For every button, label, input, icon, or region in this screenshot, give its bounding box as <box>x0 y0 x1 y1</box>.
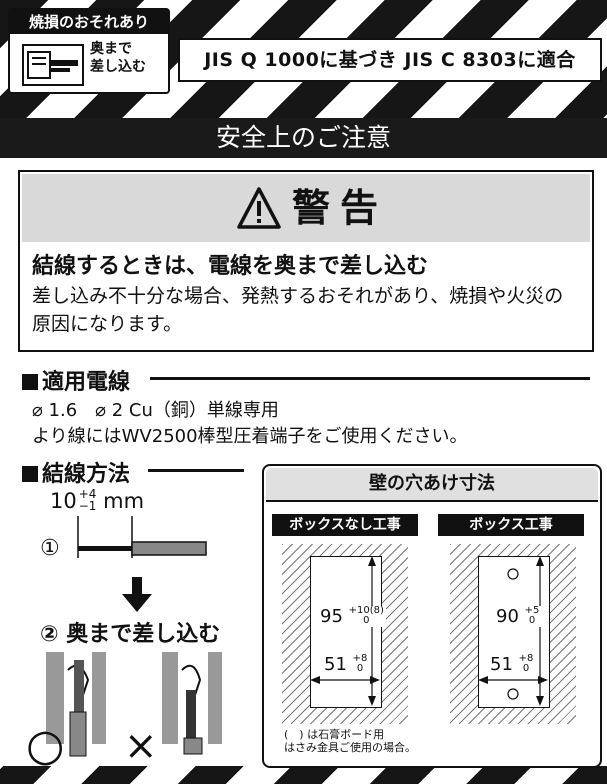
no-box-height-tol-minus: 0 <box>363 615 370 626</box>
heading-rule <box>148 469 244 472</box>
square-bullet-icon <box>22 374 38 390</box>
warning-header: 警告 <box>22 174 590 242</box>
box-width-tol-minus: 0 <box>522 663 530 674</box>
connection-heading: 結線方法 <box>22 456 130 488</box>
no-box-height: 95 <box>320 606 343 627</box>
incorrect-mark: × <box>124 723 158 769</box>
jis-standard-label: JIS Q 1000に基づき JIS C 8303に適合 <box>178 38 602 82</box>
step-1-label: ① <box>40 536 60 561</box>
strip-length-tolerance: +4−1 <box>79 488 97 512</box>
no-box-width-tol-plus: +8 <box>352 653 368 664</box>
strip-length-value: 10 <box>50 489 77 513</box>
strip-tol-minus: −1 <box>78 499 97 513</box>
badge-line2: 差し込む <box>90 59 146 75</box>
wire-spec-line2: より線にはWV2500棒型圧着端子をご使用ください。 <box>32 426 468 447</box>
wall-hole-note: ( ) は石膏ボード用 はさみ金具ご使用の場合。 <box>284 728 416 754</box>
no-box-width: 51 <box>324 654 347 675</box>
wire-diagram <box>77 516 207 612</box>
box-label: ボックス工事 <box>438 514 584 536</box>
strip-length-unit: mm <box>103 489 145 513</box>
heading-rule <box>150 377 590 380</box>
box-height: 90 <box>496 606 519 627</box>
badge-title: 焼損のおそれあり <box>10 10 168 34</box>
warning-box: 警告 結線するときは、電線を奥まで差し込む 差し込み不十分な場合、発熱するおそれ… <box>18 170 594 352</box>
warning-main-text: 結線するときは、電線を奥まで差し込む <box>32 254 429 279</box>
safety-header-band: 安全上のご注意 <box>0 118 607 158</box>
warning-triangle-icon <box>237 187 281 229</box>
note-line1: ( ) は石膏ボード用 <box>284 728 385 741</box>
warning-detail-text: 差し込み不十分な場合、発熱するおそれがあり、焼損や火災の原因になります。 <box>32 285 564 335</box>
correct-insertion-diagram <box>46 652 106 757</box>
wire-spec-heading: 適用電線 <box>22 364 130 396</box>
warning-title: 警告 <box>292 186 389 230</box>
step-2-label: ② 奥まで差し込む <box>40 622 221 647</box>
down-arrow-icon <box>122 577 152 612</box>
no-box-dimension-lines <box>310 556 380 706</box>
note-line2: はさみ金具ご使用の場合。 <box>284 741 416 754</box>
no-box-height-dim: 95 +10(8)0 <box>318 606 386 627</box>
no-box-width-tol-minus: 0 <box>356 663 364 674</box>
box-height-tol-minus: 0 <box>528 615 536 626</box>
correct-mark: ○ <box>26 720 65 771</box>
strip-tol-plus: +4 <box>78 487 97 501</box>
box-dimension-lines <box>478 556 548 706</box>
square-bullet-icon <box>22 466 38 482</box>
burn-risk-badge: 焼損のおそれあり 奥まで 差し込む <box>8 8 170 94</box>
strip-length: 10+4−1 mm <box>50 488 144 513</box>
no-box-label: ボックスなし工事 <box>272 514 418 536</box>
box-height-tol-plus: +5 <box>524 605 540 616</box>
insert-wire-icon <box>22 44 84 86</box>
wire-spec-heading-text: 適用電線 <box>42 370 131 395</box>
box-width-tol-plus: +8 <box>518 653 534 664</box>
box-width: 51 <box>490 654 513 675</box>
badge-line1: 奥まで <box>90 41 132 57</box>
no-box-height-tol-plus: +10(8) <box>348 605 384 616</box>
incorrect-insertion-diagram <box>162 652 222 755</box>
badge-text: 奥まで 差し込む <box>90 40 146 76</box>
insertion-diagrams <box>46 652 222 757</box>
connection-heading-text: 結線方法 <box>42 462 131 487</box>
wall-hole-heading: 壁の穴あけ寸法 <box>266 468 598 502</box>
wire-spec-line1: ⌀ 1.6 ⌀ 2 Cu（銅）単線専用 <box>32 400 279 421</box>
